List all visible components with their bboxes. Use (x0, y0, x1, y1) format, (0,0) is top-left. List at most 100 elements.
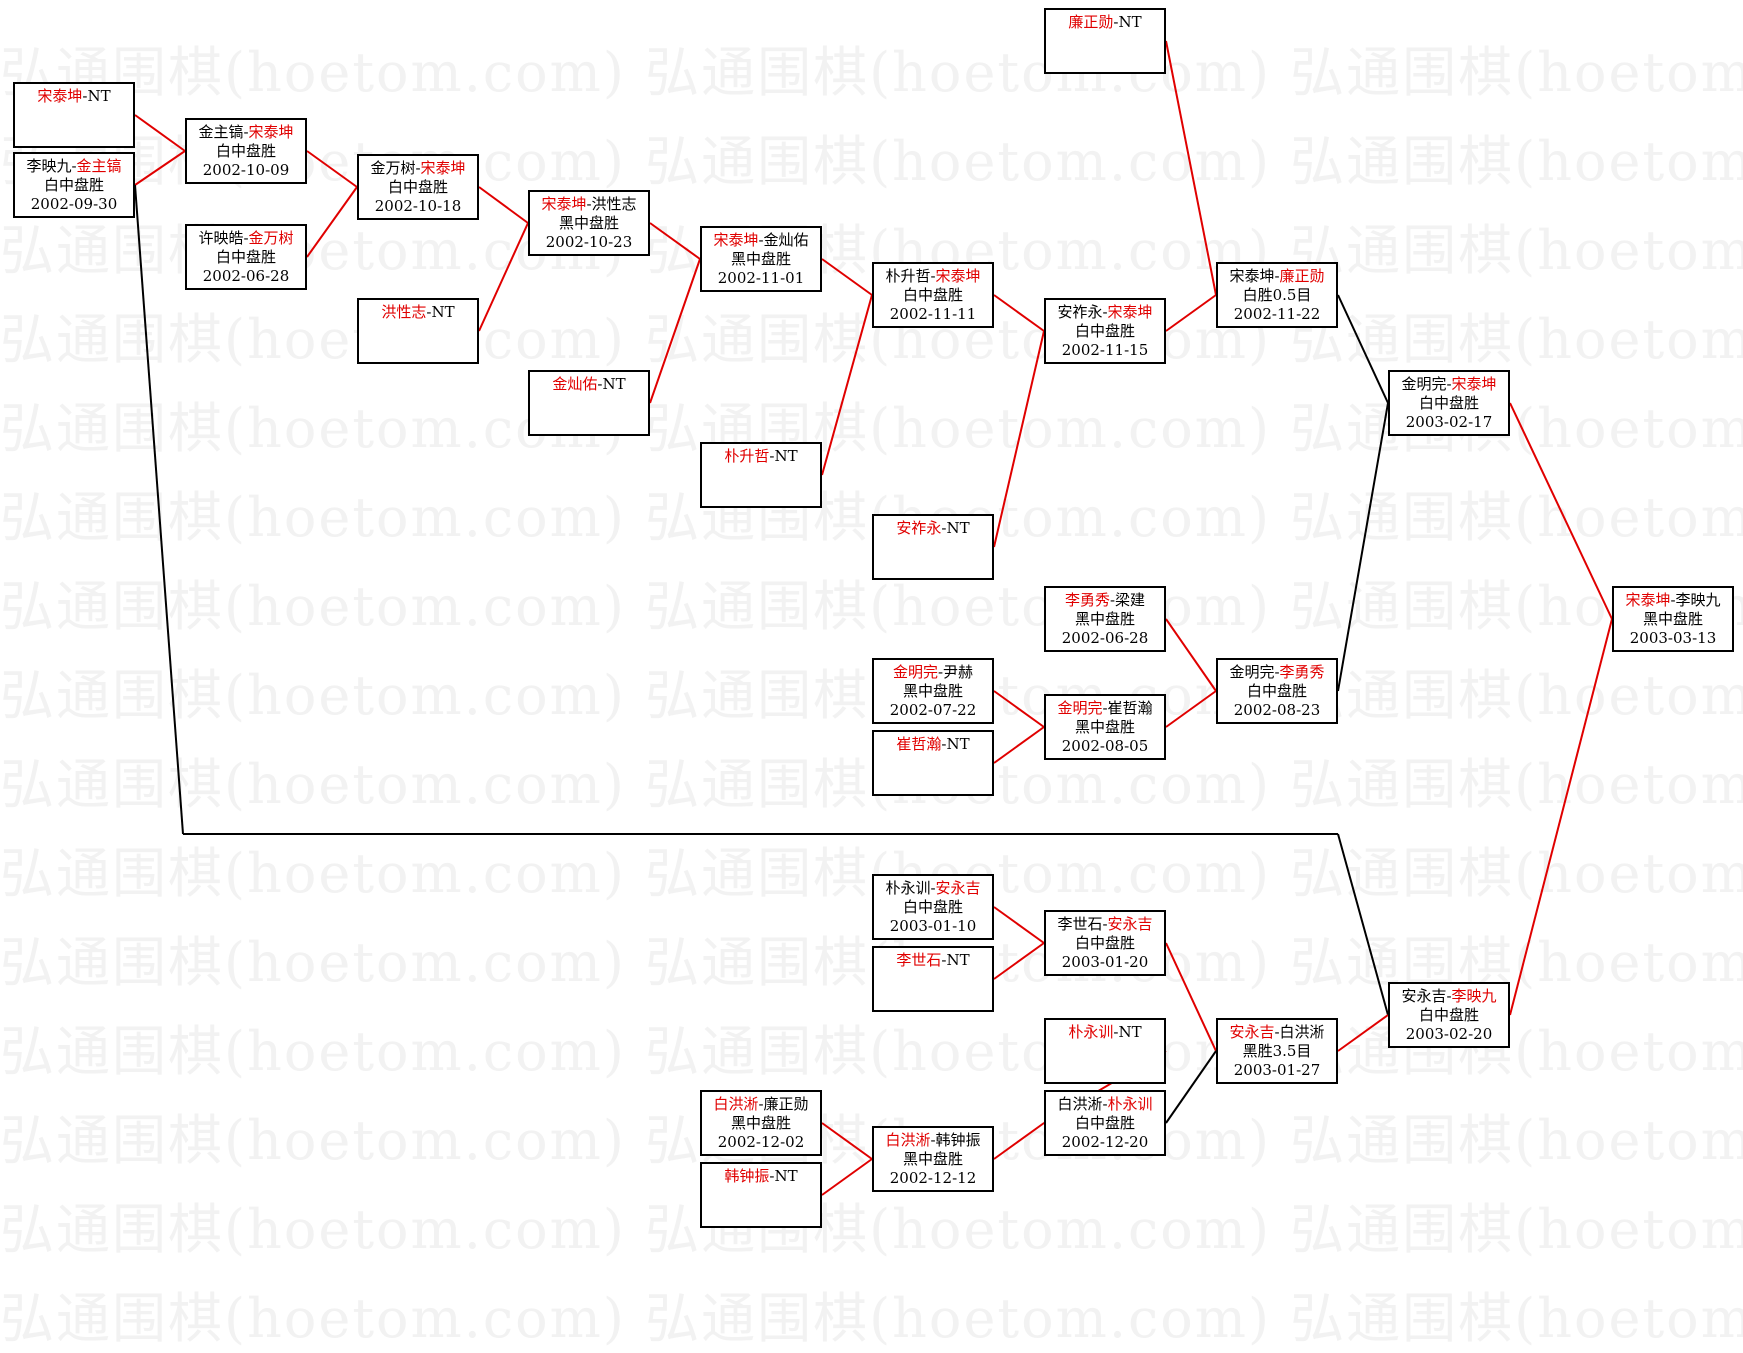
match-players: 李世石-安永吉 (1046, 915, 1164, 934)
bracket-connector (478, 186, 529, 224)
player-one: 白洪淅 (713, 1095, 759, 1113)
player-two: 安永吉 (935, 879, 981, 897)
match-result: 黑中盘胜 (1074, 610, 1135, 628)
player-two: NT (946, 519, 970, 537)
match-node: 安祚永-NT (872, 514, 994, 580)
player-one: 金明完 (1057, 699, 1103, 717)
bracket-connector (993, 330, 1045, 548)
match-players: 宋泰坤-洪性志 (530, 195, 648, 214)
player-one: 安永吉 (1229, 1023, 1275, 1041)
match-players: 朴升哲-宋泰坤 (874, 267, 992, 286)
match-players: 李映九-金主镐 (15, 157, 133, 176)
player-two: NT (946, 951, 970, 969)
match-date: 2002-11-22 (1233, 305, 1321, 323)
match-date: 2003-01-20 (1061, 953, 1149, 971)
player-one: 崔哲瀚 (896, 735, 942, 753)
match-node: 金灿佑-NT (528, 370, 650, 436)
bracket-connector (1165, 690, 1217, 728)
match-players: 宋泰坤-李映九 (1614, 591, 1732, 610)
watermark-text: 弘通围棋(hoetom.com) 弘通围棋(hoetom.com) 弘通围棋(h… (0, 308, 1743, 371)
player-two: 李映九 (1451, 987, 1497, 1005)
bracket-connector (1509, 402, 1613, 620)
player-one: 金明完 (892, 663, 938, 681)
match-result (1046, 1042, 1164, 1061)
match-date (359, 341, 477, 360)
match-result (874, 754, 992, 773)
match-date: 2002-08-05 (1061, 737, 1149, 755)
match-date: 2003-01-27 (1233, 1061, 1321, 1079)
watermark-text: 弘通围棋(hoetom.com) 弘通围棋(hoetom.com) 弘通围棋(h… (0, 842, 1743, 905)
bracket-connector (306, 150, 358, 188)
vs-dash: - (1274, 267, 1280, 285)
match-date: 2003-02-17 (1405, 413, 1493, 431)
match-date: 2002-08-23 (1233, 701, 1321, 719)
match-result (359, 322, 477, 341)
match-players: 李世石-NT (874, 951, 992, 970)
player-two: NT (87, 87, 111, 105)
vs-dash: - (597, 375, 603, 393)
watermark-text: 弘通围棋(hoetom.com) 弘通围棋(hoetom.com) 弘通围棋(h… (0, 753, 1743, 816)
player-two: NT (602, 375, 626, 393)
player-two: 李映九 (1675, 591, 1721, 609)
match-date: 2002-11-15 (1061, 341, 1149, 359)
match-players: 洪性志-NT (359, 303, 477, 322)
match-result: 黑中盘胜 (558, 214, 619, 232)
player-two: NT (774, 1167, 798, 1185)
match-date: 2002-12-12 (889, 1169, 977, 1187)
player-one: 白洪淅 (1057, 1095, 1103, 1113)
vs-dash: - (415, 159, 421, 177)
player-one: 金万树 (370, 159, 416, 177)
vs-dash: - (1109, 591, 1116, 609)
vs-dash: - (82, 87, 88, 105)
watermark-text: 弘通围棋(hoetom.com) 弘通围棋(hoetom.com) 弘通围棋(h… (0, 41, 1743, 104)
match-result: 白中盘胜 (902, 286, 963, 304)
vs-dash: - (1102, 915, 1108, 933)
match-node: 韩钟振-NT (700, 1162, 822, 1228)
match-players: 安祚永-NT (874, 519, 992, 538)
player-one: 金灿佑 (552, 375, 598, 393)
vs-dash: - (758, 231, 764, 249)
match-players: 宋泰坤-廉正勋 (1218, 267, 1336, 286)
match-date (530, 413, 648, 432)
match-date (874, 557, 992, 576)
vs-dash: - (769, 1167, 775, 1185)
player-two: 李勇秀 (1279, 663, 1325, 681)
match-result (702, 1186, 820, 1205)
match-result (702, 466, 820, 485)
watermark-text: 弘通围棋(hoetom.com) 弘通围棋(hoetom.com) 弘通围棋(h… (0, 575, 1743, 638)
match-date (1046, 51, 1164, 70)
player-two: NT (431, 303, 455, 321)
player-one: 洪性志 (381, 303, 427, 321)
bracket-connector (134, 184, 184, 835)
match-players: 朴永训-NT (1046, 1023, 1164, 1042)
bracket-connector (1337, 833, 1389, 1016)
match-date: 2002-12-20 (1061, 1133, 1149, 1151)
match-date: 2002-10-09 (202, 161, 290, 179)
watermark-text: 弘通围棋(hoetom.com) 弘通围棋(hoetom.com) 弘通围棋(h… (0, 1287, 1743, 1350)
bracket-connector (649, 222, 701, 260)
match-date: 2002-06-28 (202, 267, 290, 285)
player-one: 李映九 (26, 157, 72, 175)
match-players: 白洪淅-朴永训 (1046, 1095, 1164, 1114)
bracket-connector (993, 690, 1045, 728)
player-two: 金灿佑 (763, 231, 809, 249)
vs-dash: - (426, 303, 432, 321)
player-one: 宋泰坤 (1625, 591, 1671, 609)
player-two: 廉正勋 (1279, 267, 1325, 285)
player-two: 朴永训 (1107, 1095, 1153, 1113)
bracket-connector (1337, 294, 1389, 404)
match-date: 2002-11-11 (889, 305, 977, 323)
player-two: 宋泰坤 (248, 123, 294, 141)
vs-dash: - (1670, 591, 1676, 609)
player-one: 廉正勋 (1068, 13, 1114, 31)
match-date: 2002-06-28 (1061, 629, 1149, 647)
